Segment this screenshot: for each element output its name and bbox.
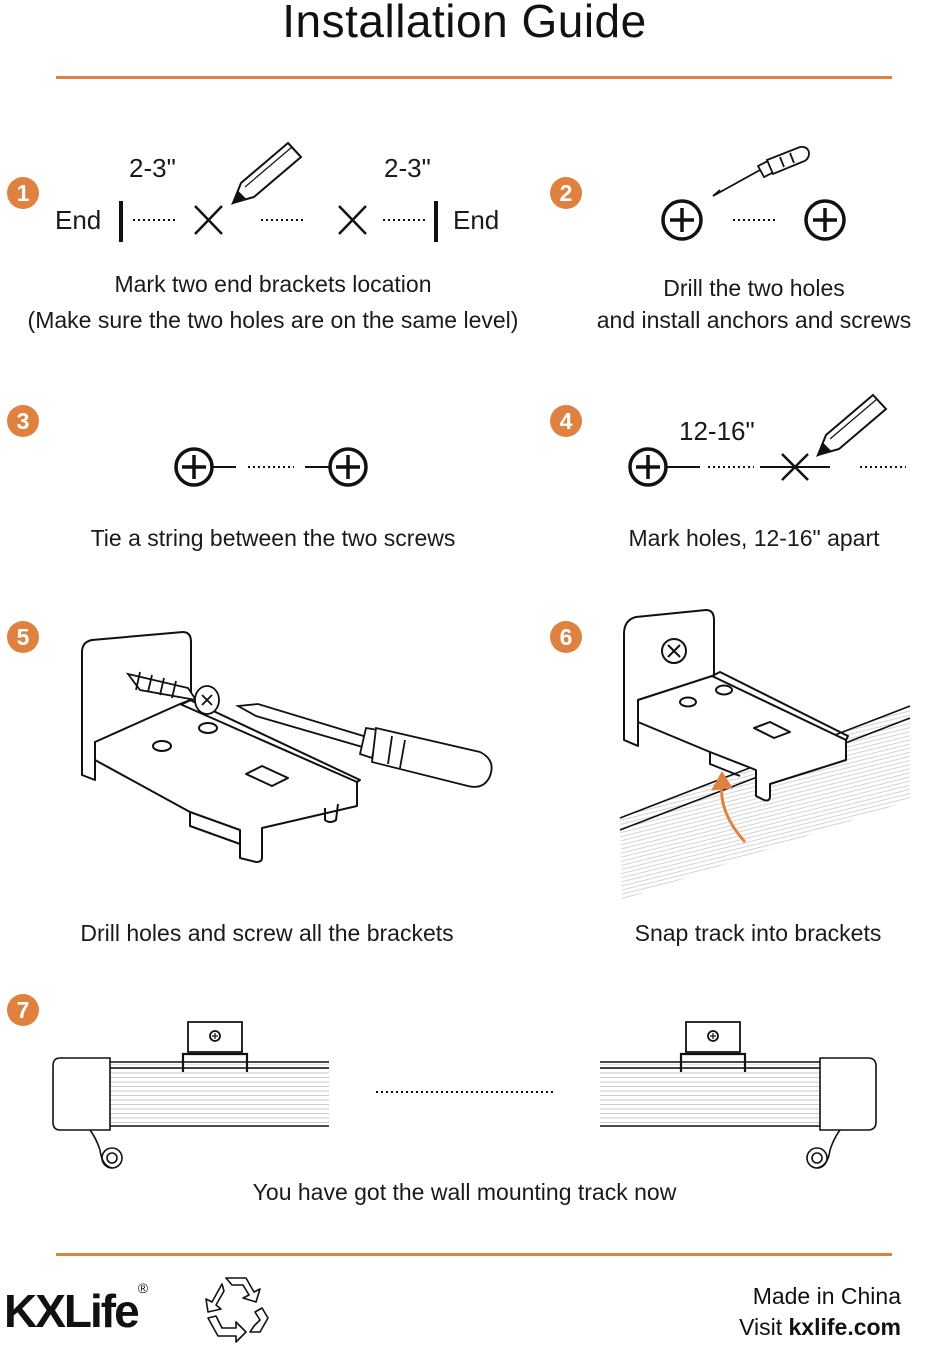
pencil-icon — [230, 141, 303, 206]
step-1-caption-2: (Make sure the two holes are on the same… — [27, 307, 519, 333]
brand-logo: KXLife® — [4, 1280, 148, 1338]
step-1-end-left: End — [55, 205, 102, 235]
step-2-badge: 2 — [550, 177, 582, 209]
recycle-icon — [205, 1277, 269, 1343]
screw-icon — [125, 671, 220, 715]
step-4-caption: Mark holes, 12-16" apart — [628, 525, 880, 551]
step-7-diagram — [52, 1021, 877, 1169]
step-2-caption-2: and install anchors and screws — [596, 307, 912, 333]
step-1-diagram — [119, 141, 438, 242]
step-2-diagram — [661, 145, 846, 241]
website-line: Visit kxlife.com — [739, 1312, 901, 1342]
step-3-caption: Tie a string between the two screws — [90, 525, 456, 551]
step-1-distance-left: 2-3" — [129, 153, 176, 183]
step-2-caption-1: Drill the two holes — [663, 275, 845, 301]
made-in-text: Made in China — [752, 1283, 901, 1309]
bracket-icon — [623, 609, 849, 802]
step-1-end-right: End — [453, 205, 500, 235]
bracket-icon — [181, 1021, 249, 1072]
step-1-badge: 1 — [7, 177, 39, 209]
step-3-diagram — [174, 447, 368, 487]
track-icon — [600, 1057, 877, 1169]
step-7-badge: 7 — [7, 994, 39, 1026]
screwdriver-icon — [235, 703, 493, 788]
step-5-caption: Drill holes and screw all the brackets — [80, 920, 454, 946]
step-4-diagram — [628, 393, 906, 487]
step-4-badge: 4 — [550, 405, 582, 437]
arrow-icon — [711, 771, 747, 844]
page-title: Installation Guide — [282, 0, 647, 47]
footer-divider — [56, 1253, 892, 1256]
screw-head-icon — [661, 199, 846, 241]
step-7-caption: You have got the wall mounting track now — [252, 1179, 677, 1205]
registered-mark: ® — [137, 1280, 148, 1296]
step-3-badge: 3 — [7, 405, 39, 437]
screwdriver-icon — [712, 145, 810, 197]
step-6-badge: 6 — [550, 621, 582, 653]
website-link[interactable]: kxlife.com — [788, 1314, 902, 1340]
track-icon — [52, 1057, 329, 1169]
step-5-diagram — [81, 631, 493, 863]
visit-prefix: Visit — [739, 1314, 789, 1340]
step-6-caption: Snap track into brackets — [634, 920, 882, 946]
step-1-caption-1: Mark two end brackets location — [114, 271, 432, 297]
bracket-icon — [81, 631, 361, 863]
bracket-icon — [679, 1021, 747, 1072]
step-1-distance-right: 2-3" — [384, 153, 431, 183]
step-6-diagram — [619, 609, 911, 900]
step-4-distance: 12-16" — [679, 416, 755, 446]
pencil-icon — [815, 393, 888, 458]
brand-name: KXLife — [4, 1285, 140, 1337]
header-divider — [56, 76, 892, 79]
step-5-badge: 5 — [7, 621, 39, 653]
